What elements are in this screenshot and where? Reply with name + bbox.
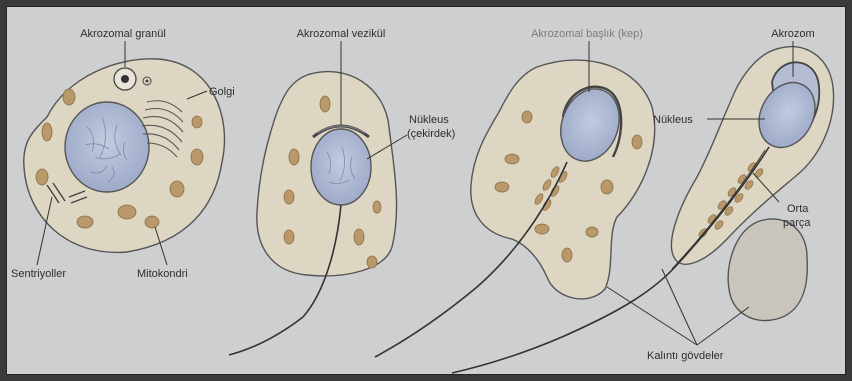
spermiogenesis-diagram: Akrozomal granül Golgi Sentriyoller Mito…	[6, 6, 846, 375]
label-akrozom: Akrozom	[771, 28, 814, 40]
cell-1-spermatid	[24, 59, 225, 253]
label-golgi: Golgi	[209, 86, 235, 98]
label-nukleus-2: Nükleus	[653, 114, 693, 126]
label-orta-line1: Orta	[787, 203, 809, 215]
residual-body	[728, 219, 807, 321]
cell-2-vesicle-stage	[229, 72, 397, 355]
label-akrozomal-vezikul: Akrozomal vezikül	[297, 28, 386, 40]
label-akrozomal-granul: Akrozomal granül	[80, 28, 166, 40]
label-nukleus-1-line2: (çekirdek)	[407, 128, 455, 140]
cell-1-nucleus	[65, 102, 149, 192]
label-kalinti-govdeler: Kalıntı gövdeler	[647, 350, 724, 362]
label-orta-line2: parça	[783, 217, 811, 229]
label-nukleus-1-line1: Nükleus	[409, 114, 449, 126]
cell-2-nucleus	[311, 129, 371, 205]
label-mitokondri: Mitokondri	[137, 268, 188, 280]
diagram-canvas: Akrozomal granül Golgi Sentriyoller Mito…	[7, 7, 846, 375]
label-akrozomal-baslik: Akrozomal başlık (kep)	[531, 28, 643, 40]
label-sentriyoller: Sentriyoller	[11, 268, 66, 280]
